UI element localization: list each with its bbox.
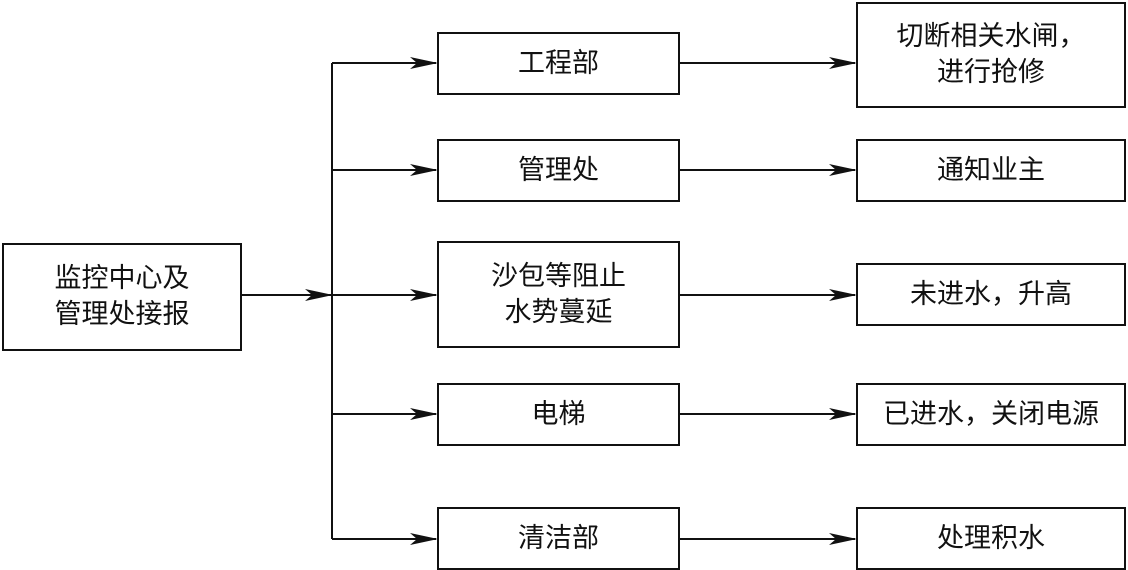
action-node-cut-valves: 切断相关水闸， 进行抢修	[856, 2, 1126, 108]
source-node-label: 监控中心及 管理处接报	[54, 263, 190, 330]
department-node-label: 电梯	[531, 398, 586, 430]
action-node-label: 处理积水	[937, 522, 1045, 554]
department-node-elevator: 电梯	[437, 383, 680, 446]
department-node-label: 工程部	[518, 47, 599, 79]
department-node-management: 管理处	[437, 139, 680, 202]
department-node-sandbags: 沙包等阻止 水势蔓延	[437, 241, 680, 348]
action-node-label: 通知业主	[937, 154, 1045, 186]
action-node-notify-owners: 通知业主	[856, 139, 1126, 202]
source-node: 监控中心及 管理处接报	[2, 243, 242, 351]
department-node-cleaning: 清洁部	[437, 507, 680, 570]
action-node-clear-water: 处理积水	[856, 507, 1126, 570]
department-node-label: 管理处	[518, 154, 599, 186]
action-node-label: 已进水，关闭电源	[883, 398, 1099, 430]
action-node-label: 未进水，升高	[910, 278, 1072, 310]
action-node-cut-power: 已进水，关闭电源	[856, 383, 1126, 446]
action-node-label: 切断相关水闸， 进行抢修	[896, 21, 1086, 88]
department-node-label: 清洁部	[518, 522, 599, 554]
department-node-label: 沙包等阻止 水势蔓延	[491, 260, 626, 328]
action-node-raise: 未进水，升高	[856, 263, 1126, 326]
department-node-engineering: 工程部	[437, 32, 680, 95]
